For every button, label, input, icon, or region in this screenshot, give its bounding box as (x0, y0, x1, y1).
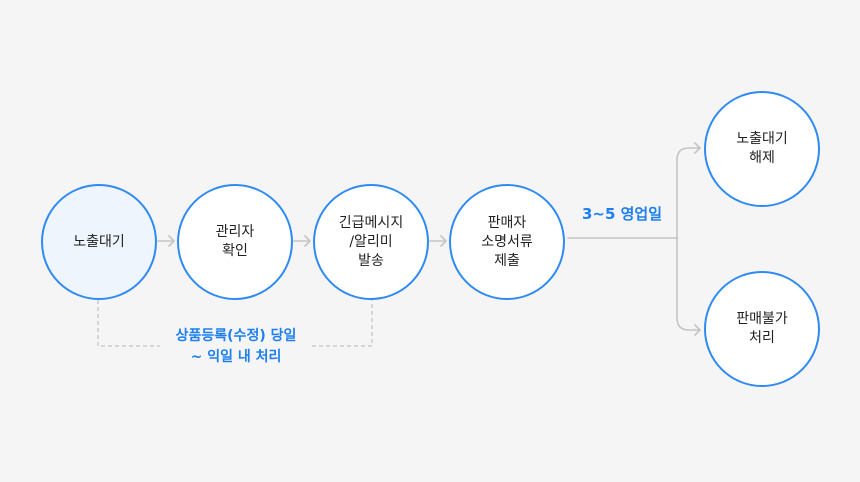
processing-time-label: 상품등록(수정) 당일 ~ 익일 내 처리 (160, 326, 312, 368)
arrow-3-to-4 (429, 235, 447, 247)
node-label: 노출대기 해제 (736, 131, 788, 166)
arrow-1-to-2 (157, 235, 175, 247)
node-sale-prohibited: 판매불가 처리 (704, 271, 820, 387)
arrow-2-to-3 (293, 235, 311, 247)
same-day-text: 상품등록(수정) 당일 (175, 328, 297, 344)
node-exposure-waiting: 노출대기 (41, 184, 157, 300)
branch-connector (567, 142, 701, 336)
business-days-label: 3~5 영업일 (581, 205, 663, 223)
node-urgent-message: 긴급메시지 /알리미 발송 (313, 184, 429, 300)
node-admin-check: 관리자 확인 (177, 184, 293, 300)
node-label: 노출대기 (73, 233, 125, 250)
node-label: 판매자 소명서류 제출 (481, 214, 533, 269)
node-seller-documents: 판매자 소명서류 제출 (449, 184, 565, 300)
dashed-bracket (97, 300, 373, 347)
node-exposure-release: 노출대기 해제 (704, 91, 820, 207)
node-label: 긴급메시지 /알리미 발송 (338, 214, 404, 269)
node-label: 판매불가 처리 (736, 311, 788, 346)
next-day-text: ~ 익일 내 처리 (190, 349, 282, 365)
node-label: 관리자 확인 (215, 224, 255, 259)
